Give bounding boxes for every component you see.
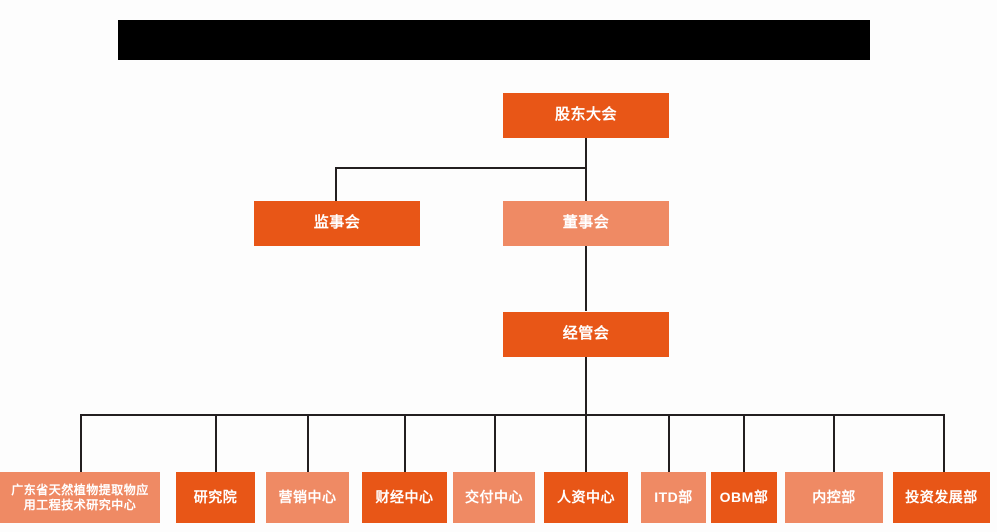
connector-shareholders-stem (585, 138, 587, 168)
connector-drop-institute (215, 414, 217, 472)
node-institute[interactable]: 研究院 (176, 472, 255, 523)
node-itd-dept-label: ITD部 (654, 488, 693, 505)
connector-management-stem (585, 357, 587, 415)
node-marketing-center-label: 营销中心 (278, 488, 337, 505)
node-delivery-center[interactable]: 交付中心 (453, 472, 535, 523)
redacted-title-banner (118, 20, 870, 60)
node-hr-center[interactable]: 人资中心 (544, 472, 628, 523)
node-internal-control-dept-label: 内控部 (812, 488, 856, 505)
node-shareholders-label: 股东大会 (554, 106, 617, 124)
node-research-center[interactable]: 广东省天然植物提取物应 用工程技术研究中心 (0, 472, 160, 523)
connector-drop-finance (404, 414, 406, 472)
node-supervisors-label: 监事会 (313, 214, 361, 232)
node-management-label: 经管会 (562, 325, 610, 343)
node-investment-development-dept[interactable]: 投资发展部 (893, 472, 990, 523)
connector-drop-hr (585, 414, 587, 472)
connector-drop-investment (943, 414, 945, 472)
node-marketing-center[interactable]: 营销中心 (266, 472, 349, 523)
connector-directors-management (585, 241, 587, 311)
node-finance-center[interactable]: 财经中心 (362, 472, 447, 523)
node-itd-dept[interactable]: ITD部 (641, 472, 706, 523)
connector-drop-internal-ctrl (833, 414, 835, 472)
node-directors-label: 董事会 (562, 214, 610, 232)
connector-drop-itd (668, 414, 670, 472)
node-management[interactable]: 经管会 (503, 312, 669, 357)
node-finance-center-label: 财经中心 (375, 488, 434, 505)
connector-drop-obm (743, 414, 745, 472)
connector-shareholders-bus (336, 167, 587, 169)
connector-drop-research-ctr (80, 414, 82, 472)
connector-drop-delivery (494, 414, 496, 472)
node-supervisors[interactable]: 监事会 (254, 201, 420, 246)
node-investment-development-dept-label: 投资发展部 (905, 488, 978, 505)
node-obm-dept-label: OBM部 (719, 488, 769, 505)
connector-bottom-bus (80, 414, 944, 416)
node-institute-label: 研究院 (193, 488, 238, 505)
node-delivery-center-label: 交付中心 (465, 488, 523, 505)
connector-supervisors-drop (335, 167, 337, 201)
node-internal-control-dept[interactable]: 内控部 (785, 472, 883, 523)
connector-drop-marketing (307, 414, 309, 472)
connector-directors-drop (585, 167, 587, 201)
node-research-center-label: 广东省天然植物提取物应 用工程技术研究中心 (11, 482, 149, 512)
node-directors[interactable]: 董事会 (503, 201, 669, 246)
node-shareholders[interactable]: 股东大会 (503, 93, 669, 138)
node-hr-center-label: 人资中心 (557, 488, 615, 505)
node-obm-dept[interactable]: OBM部 (711, 472, 777, 523)
